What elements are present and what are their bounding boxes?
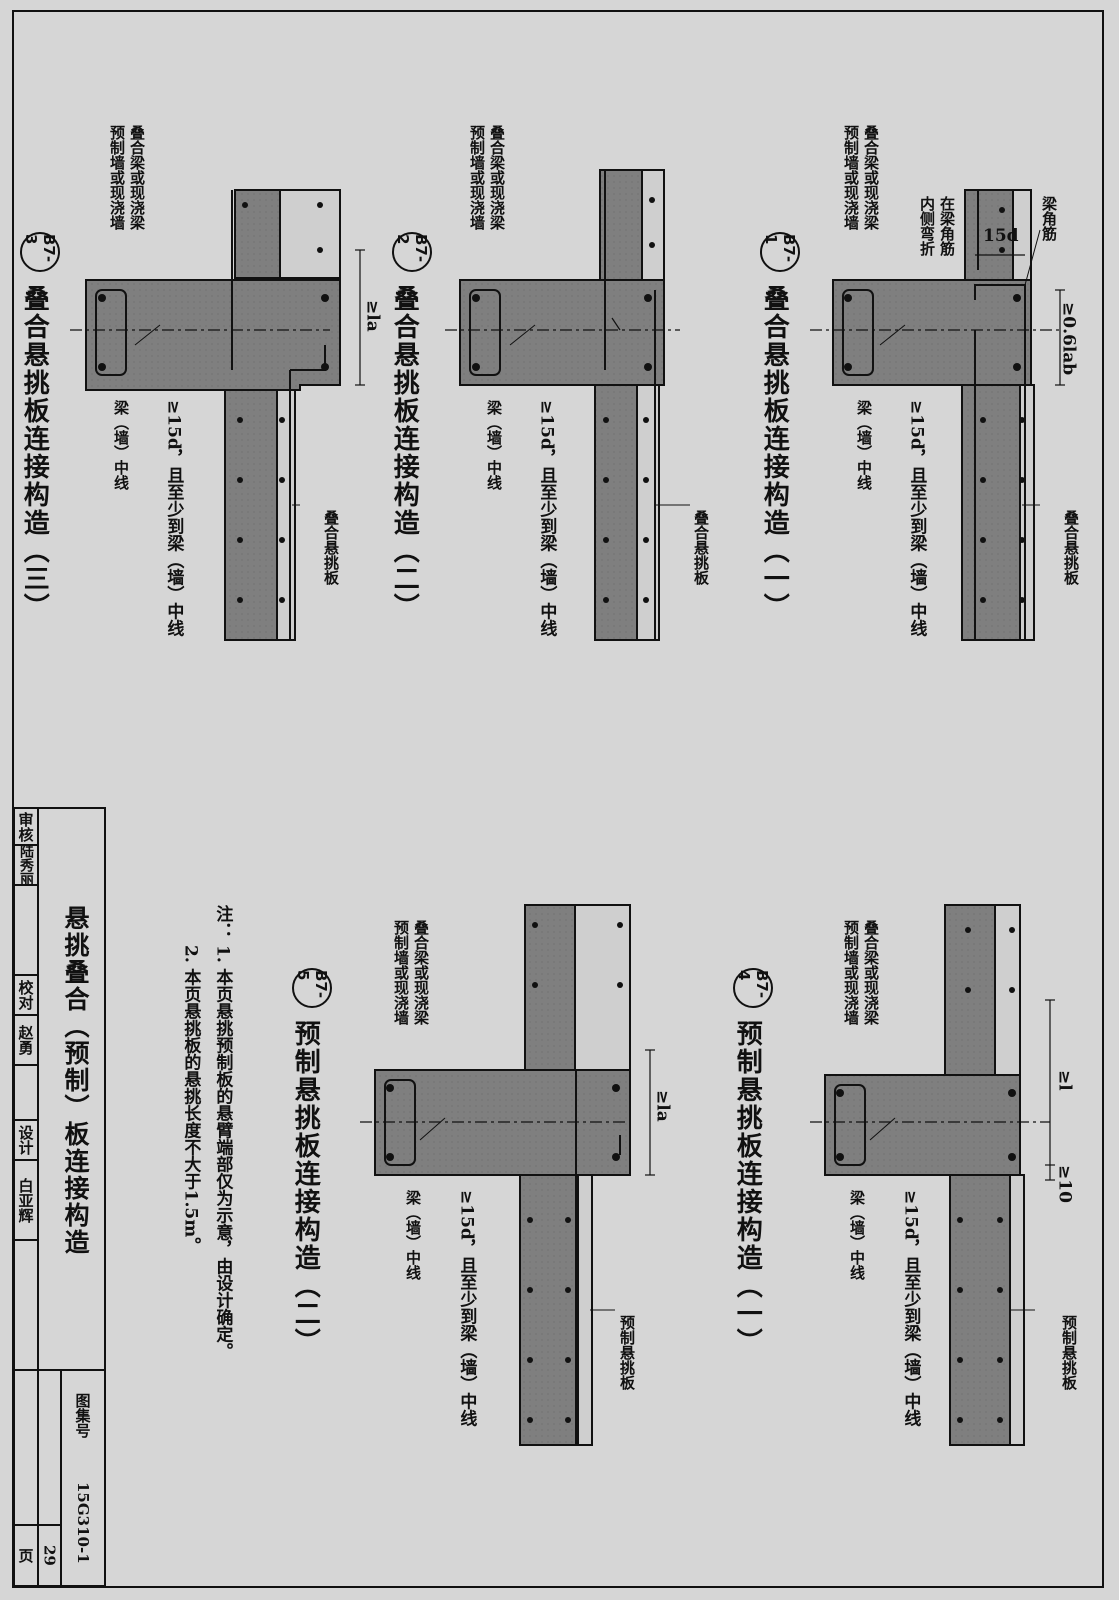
- b7-3-slab: [224, 389, 278, 641]
- b7-1-bend-label-1: 在梁角筋: [938, 196, 956, 256]
- checker-name: 赵勇: [16, 1025, 35, 1055]
- b7-3-beam-label-2: 预制墙或现浇墙: [108, 125, 126, 230]
- b7-4-beam: [824, 1074, 1021, 1176]
- b7-4-title: 预制悬挑板连接构造（一）: [732, 1020, 763, 1356]
- atlas-number: 15G310-1: [74, 1482, 92, 1564]
- note-item-2: 2. 本页悬挑板的悬挑长度不大于1.5m。: [180, 945, 201, 1255]
- b7-1-detail-badge: B7-1: [760, 232, 800, 272]
- b7-4-l-dim: ≥l: [1054, 1070, 1075, 1091]
- b7-2-title: 叠合悬挑板连接构造（二）: [389, 285, 420, 621]
- b7-1-centerline-label: 梁（墙）中线: [855, 400, 873, 490]
- notes-heading: 注：: [212, 905, 233, 939]
- check-label: 校对: [16, 980, 35, 1010]
- b7-1-top-bar: [974, 284, 1026, 640]
- b7-1-bend-label-2: 内侧弯折: [918, 196, 936, 256]
- b7-1-lab-dim: ≥0.6lab: [1058, 302, 1079, 376]
- b7-5-beam-label-2: 预制墙或现浇墙: [392, 920, 410, 1025]
- b7-1-beam-label-2: 预制墙或现浇墙: [842, 125, 860, 230]
- b7-5-la-dim: ≥la: [652, 1090, 673, 1122]
- b7-5-title: 预制悬挑板连接构造（二）: [290, 1020, 321, 1356]
- b7-4-detail-badge: B7-4: [733, 968, 773, 1008]
- designer-name: 白亚辉: [16, 1177, 35, 1223]
- b7-3-slab-label: 叠合悬挑板: [322, 510, 340, 585]
- b7-5-precast-slab: [519, 1174, 579, 1446]
- b7-1-title: 叠合悬挑板连接构造（一）: [759, 285, 790, 621]
- b7-1-anchor-label: ≥15d，且至少到梁（墙）中线: [906, 400, 927, 637]
- title-block: 审核 陆秀丽 校对 赵勇 设计 白亚辉 页 29 图集号 15G310-1: [14, 808, 105, 1586]
- b7-2-beam-label-1: 叠合梁或现浇梁: [488, 125, 506, 230]
- b7-1-slab: [961, 384, 1021, 641]
- b7-5-centerline-label: 梁（墙）中线: [404, 1190, 422, 1280]
- title-block-grid: [13, 807, 106, 1587]
- b7-1-beam: [832, 279, 1032, 386]
- note-item-1: 1. 本页悬挑预制板的悬臂端部仅为示意，由设计确定。: [212, 945, 233, 1360]
- b7-1-corner-bar-label: 梁角筋: [1040, 196, 1058, 241]
- b7-4-beam-label-2: 预制墙或现浇墙: [842, 920, 860, 1025]
- b7-2-centerline-label: 梁（墙）中线: [485, 400, 503, 490]
- b7-4-beam-label-1: 叠合梁或现浇梁: [862, 920, 880, 1025]
- review-label: 审核: [16, 811, 35, 842]
- page-number: 29: [40, 1545, 59, 1566]
- detail-b7-2-drawing: [445, 169, 690, 641]
- page-label: 页: [16, 1548, 35, 1563]
- drawing-title: 悬挑叠合（预制）板连接构造: [61, 905, 90, 1256]
- b7-2-detail-badge: B7-2: [392, 232, 432, 272]
- b7-4-anchor-label: ≥15d，且至少到梁（墙）中线: [900, 1190, 921, 1427]
- b7-5-upper-member: [524, 904, 576, 1071]
- b7-5-beam-label-1: 叠合梁或现浇梁: [412, 920, 430, 1025]
- detail-b7-3-drawing: [70, 189, 365, 641]
- b7-3-beam-label-1: 叠合梁或现浇梁: [128, 125, 146, 230]
- b7-3-la-dim: ≥la: [362, 300, 383, 332]
- b7-5-anchor-label: ≥15d，且至少到梁（墙）中线: [456, 1190, 477, 1427]
- b7-1-15d-dim: 15d: [983, 226, 1019, 246]
- b7-4-slab-label: 预制悬挑板: [1060, 1315, 1078, 1390]
- design-label: 设计: [16, 1125, 35, 1155]
- b7-5-detail-badge: B7-5: [292, 968, 332, 1008]
- b7-5-slab-label: 预制悬挑板: [618, 1315, 636, 1390]
- detail-b7-1-drawing: [810, 189, 1065, 641]
- b7-2-slab: [594, 384, 638, 641]
- b7-4-centerline-label: 梁（墙）中线: [848, 1190, 866, 1280]
- b7-4-10-dim: ≥10: [1054, 1165, 1075, 1203]
- b7-1-slab-label: 叠合悬挑板: [1062, 510, 1080, 585]
- b7-4-precast-slab: [949, 1174, 1011, 1446]
- detail-b7-4-drawing: [810, 904, 1055, 1446]
- drawing-frame: [12, 10, 1104, 1588]
- b7-2-beam-label-2: 预制墙或现浇墙: [468, 125, 486, 230]
- b7-3-upper-member: [234, 189, 281, 279]
- detail-b7-5-drawing: [360, 904, 655, 1446]
- b7-2-anchor-label: ≥15d，且至少到梁（墙）中线: [536, 400, 557, 637]
- b7-3-title: 叠合悬挑板连接构造（三）: [19, 285, 50, 621]
- b7-3-anchor-label: ≥15d，且至少到梁（墙）中线: [163, 400, 184, 637]
- b7-2-beam: [459, 279, 665, 386]
- b7-3-detail-badge: B7-3: [20, 232, 60, 272]
- b7-3-beam: [85, 279, 341, 391]
- reviewer-name: 陆秀丽: [18, 844, 34, 886]
- b7-1-beam-label-1: 叠合梁或现浇梁: [862, 125, 880, 230]
- b7-2-upper-member: [599, 169, 643, 281]
- atlas-label: 图集号: [73, 1392, 92, 1438]
- b7-3-centerline-label: 梁（墙）中线: [112, 400, 130, 490]
- b7-2-slab-label: 叠合悬挑板: [692, 510, 710, 585]
